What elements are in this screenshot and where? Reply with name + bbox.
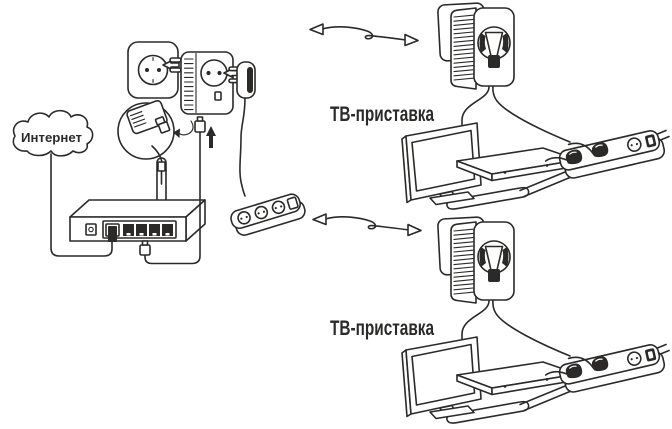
rj45-connector	[194, 120, 206, 133]
router-lan-ports	[123, 224, 173, 236]
insertion-arrow-icon	[162, 60, 180, 70]
wall-outlet	[127, 41, 179, 99]
internet-label: Интернет	[21, 131, 82, 145]
tv-scene-top	[401, 2, 670, 210]
tv-box-label-bottom: ТВ-приставка	[330, 317, 434, 340]
rotate-arrow-icon	[173, 120, 194, 138]
internet-cable	[50, 153, 113, 257]
tv-box-label-top: ТВ-приставка	[330, 103, 434, 126]
powerline-link-arrow-bottom	[312, 213, 422, 237]
tv-scene-bottom	[401, 216, 670, 424]
powerline-link-arrow-top	[309, 23, 419, 47]
pass-through-socket	[200, 59, 228, 87]
rj45-connector	[157, 161, 166, 172]
vent-slats	[183, 58, 194, 111]
powerline-adapter	[169, 51, 234, 115]
pair-button	[214, 91, 222, 101]
strip-switch	[286, 196, 299, 210]
left-scene: Интернет	[12, 41, 306, 265]
router	[69, 157, 206, 242]
plug-cord	[239, 97, 246, 197]
power-plug	[228, 61, 256, 197]
internet-cloud: Интернет	[12, 109, 94, 157]
power-strip	[230, 193, 306, 236]
router-power-port	[85, 223, 97, 236]
ethernet-cable-router-to-adapter	[139, 116, 216, 265]
ethernet-inset	[117, 100, 175, 185]
up-arrow-icon	[206, 126, 216, 148]
rj45-connector	[139, 244, 151, 256]
